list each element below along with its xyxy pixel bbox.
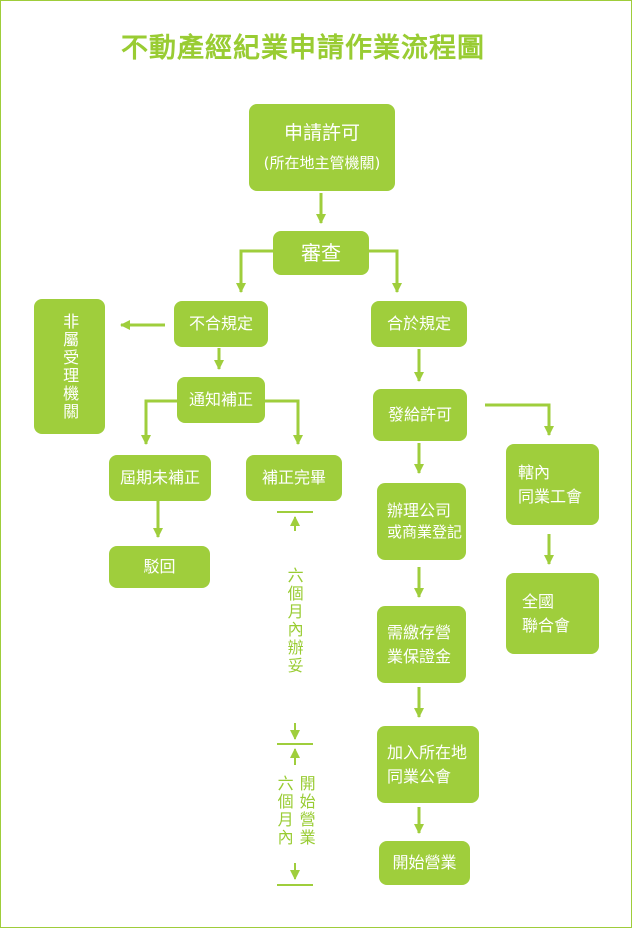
node-join-association-line1: 加入所在地: [387, 743, 468, 763]
node-register: 辦理公司 或商業登記: [377, 483, 466, 560]
node-rejected-label: 駁回: [143, 557, 176, 577]
node-deposit-line1: 需繳存營: [387, 623, 452, 643]
node-register-line1: 辦理公司: [387, 501, 452, 521]
timeline-start-business: 開始營業: [296, 775, 316, 847]
node-apply-line2: (所在地主管機關): [263, 154, 381, 173]
arrow-review-to-not-comply: [236, 249, 273, 293]
node-corrected: 補正完畢: [246, 455, 342, 501]
node-transfer-line1: 轄內: [518, 463, 551, 483]
node-corrected-label: 補正完畢: [261, 468, 326, 488]
node-join-association-line2: 同業公會: [387, 766, 452, 786]
node-transfer-line2: 同業工會: [518, 486, 583, 506]
node-overdue-label: 屆期未補正: [119, 468, 200, 488]
node-join-association: 加入所在地 同業公會: [377, 726, 479, 803]
node-issue-permit: 發給許可: [373, 389, 467, 441]
node-not-comply: 不合規定: [174, 301, 268, 347]
node-review: 審查: [273, 231, 369, 275]
diagram-title: 不動產經紀業申請作業流程圖: [121, 33, 485, 64]
arrow-review-to-comply: [369, 249, 402, 293]
node-overdue: 屆期未補正: [109, 455, 211, 501]
node-deposit: 需繳存營 業保證金: [377, 606, 466, 683]
node-review-label: 審查: [301, 240, 341, 265]
timeline-six-months-done: 六個月內辦妥: [284, 567, 304, 675]
node-national: 全國 聯合會: [506, 573, 599, 654]
node-apply-line1: 申請許可: [283, 121, 360, 144]
node-not-authority-label: 非屬受理機關: [60, 312, 80, 421]
node-national-line1: 全國: [522, 592, 555, 612]
arrow-notify-to-overdue: [141, 399, 177, 445]
arrow-notify-to-corrected: [263, 399, 303, 445]
node-transfer: 轄內 同業工會: [506, 444, 599, 525]
node-national-line2: 聯合會: [522, 615, 571, 635]
node-notify-label: 通知補正: [188, 390, 253, 410]
node-notify: 通知補正: [177, 377, 265, 423]
node-comply: 合於規定: [371, 301, 467, 347]
arrow-issue-to-transfer: [485, 403, 554, 436]
node-start-business-label: 開始營業: [392, 853, 457, 873]
node-issue-permit-label: 發給許可: [387, 405, 452, 425]
node-not-comply-label: 不合規定: [188, 314, 253, 334]
node-comply-label: 合於規定: [386, 314, 451, 334]
node-start-business: 開始營業: [379, 841, 470, 885]
node-deposit-line2: 業保證金: [387, 646, 452, 666]
node-rejected: 駁回: [109, 546, 210, 588]
node-not-authority: 非屬受理機關: [34, 299, 105, 434]
node-register-line2: 或商業登記: [387, 523, 463, 542]
node-apply: 申請許可 (所在地主管機關): [249, 104, 395, 191]
timeline-six-months: 六個月內: [274, 775, 294, 847]
